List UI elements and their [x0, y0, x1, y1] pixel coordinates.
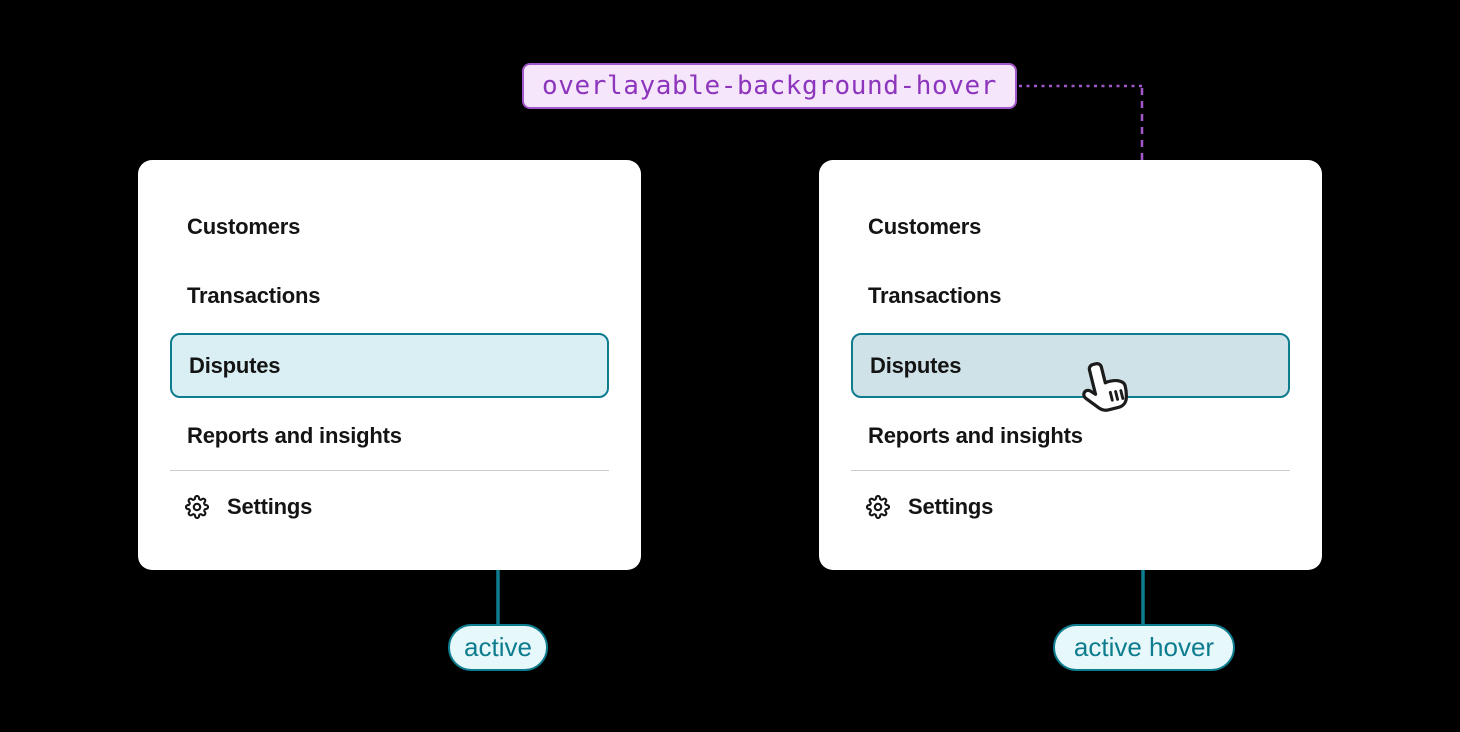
- settings-label: Settings: [908, 494, 994, 519]
- gear-icon: [185, 495, 209, 519]
- menu-item-reports[interactable]: Reports and insights: [187, 423, 402, 448]
- menu-divider: [170, 470, 609, 471]
- active-hover-state-pill: active hover: [1053, 624, 1235, 671]
- menu-item-settings[interactable]: Settings: [185, 493, 312, 521]
- menu-item-disputes-label: Disputes: [870, 352, 962, 378]
- token-label: overlayable-background-hover: [522, 63, 1017, 109]
- menu-item-transactions[interactable]: Transactions: [187, 283, 321, 308]
- menu-item-disputes-active[interactable]: Disputes: [170, 333, 609, 398]
- menu-divider: [851, 470, 1290, 471]
- menu-item-reports[interactable]: Reports and insights: [868, 423, 1083, 448]
- settings-label: Settings: [227, 494, 313, 519]
- menu-item-settings[interactable]: Settings: [866, 493, 993, 521]
- active-state-pill: active: [448, 624, 548, 671]
- menu-card-hover-state: Customers Transactions Disputes Reports …: [819, 160, 1322, 570]
- menu-item-disputes-label: Disputes: [189, 352, 281, 378]
- menu-item-disputes-active-hover[interactable]: Disputes: [851, 333, 1290, 398]
- menu-item-customers[interactable]: Customers: [868, 214, 982, 239]
- menu-item-transactions[interactable]: Transactions: [868, 283, 1002, 308]
- gear-icon: [866, 495, 890, 519]
- menu-card-active-state: Customers Transactions Disputes Reports …: [138, 160, 641, 570]
- menu-item-customers[interactable]: Customers: [187, 214, 301, 239]
